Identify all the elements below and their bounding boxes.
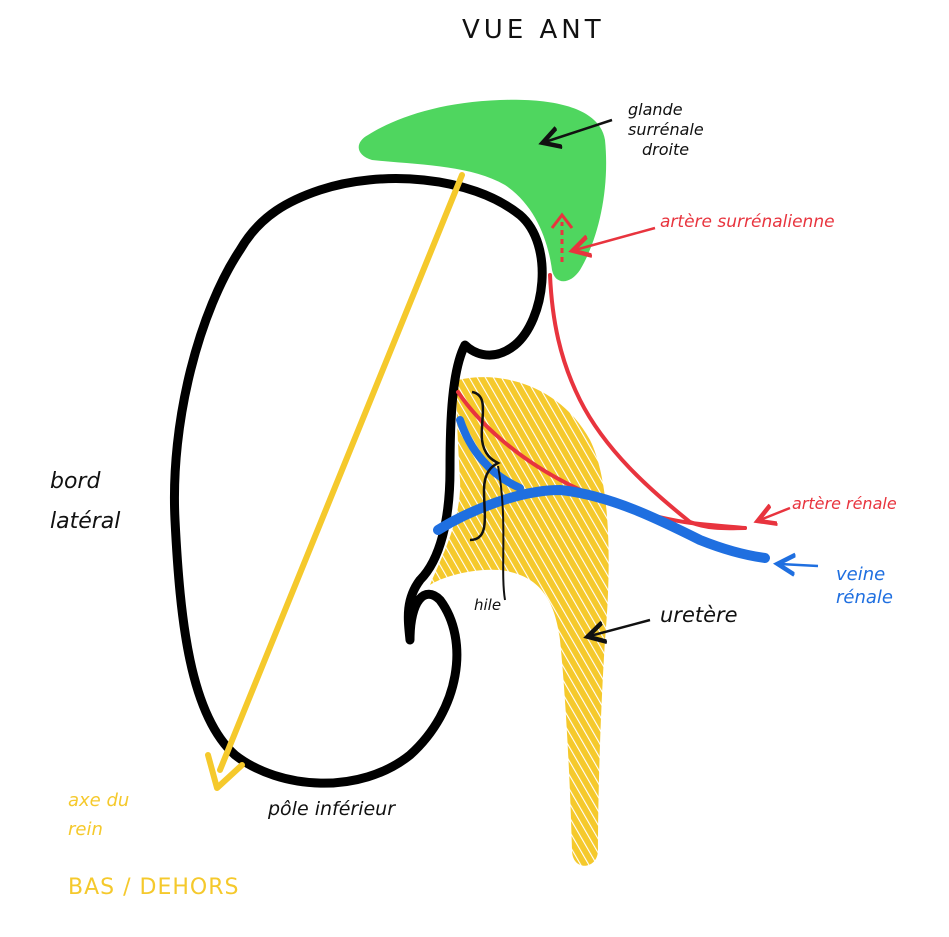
- label-ureter: uretère: [660, 603, 738, 627]
- label-inferior-pole: pôle inférieur: [268, 798, 396, 820]
- label-adrenal-line1: glande: [628, 100, 683, 119]
- kidney-axis-line: [217, 172, 465, 773]
- label-direction: BAS / DEHORS: [68, 875, 240, 900]
- label-adrenal-line2: surrénale: [628, 120, 704, 139]
- label-lateral-line2: latéral: [50, 508, 121, 534]
- label-adrenal-gland: glande surrénale droite: [628, 100, 704, 160]
- renal-vein-label-arrow: [780, 564, 819, 566]
- adrenal-artery-label-arrow: [575, 226, 656, 250]
- kidney-outline: [169, 174, 547, 788]
- ureter-label-arrow: [590, 618, 651, 636]
- label-renal-vein: veine rénale: [836, 564, 893, 609]
- kidney-axis-arrowhead: [205, 752, 245, 791]
- ureter-pelvis: [430, 377, 609, 866]
- label-axis-line1: axe du: [68, 790, 130, 811]
- label-renal-vein-line1: veine: [836, 564, 886, 585]
- renal-vein-branch: [456, 416, 524, 492]
- label-lateral-line1: bord: [50, 469, 101, 494]
- adrenal-label-arrow: [545, 118, 613, 142]
- label-axis-line2: rein: [68, 818, 103, 840]
- adrenal-artery: [548, 273, 747, 531]
- renal-vein: [433, 484, 770, 563]
- label-hilum: hile: [474, 596, 502, 614]
- adrenal-artery-arrowhead: [550, 212, 574, 229]
- label-lateral-border: bord latéral: [50, 468, 120, 535]
- label-adrenal-artery: artère surrénalienne: [660, 212, 835, 232]
- hilum-pointer: [497, 465, 506, 601]
- label-renal-vein-line2: rénale: [836, 586, 893, 608]
- label-renal-artery: artère rénale: [792, 494, 897, 513]
- label-kidney-axis: axe du rein: [68, 790, 129, 841]
- label-adrenal-line3: droite: [642, 140, 690, 159]
- view-title: VUE ANT: [462, 15, 605, 45]
- renal-artery-label-arrow: [760, 508, 791, 520]
- hilum-brace: [469, 390, 501, 542]
